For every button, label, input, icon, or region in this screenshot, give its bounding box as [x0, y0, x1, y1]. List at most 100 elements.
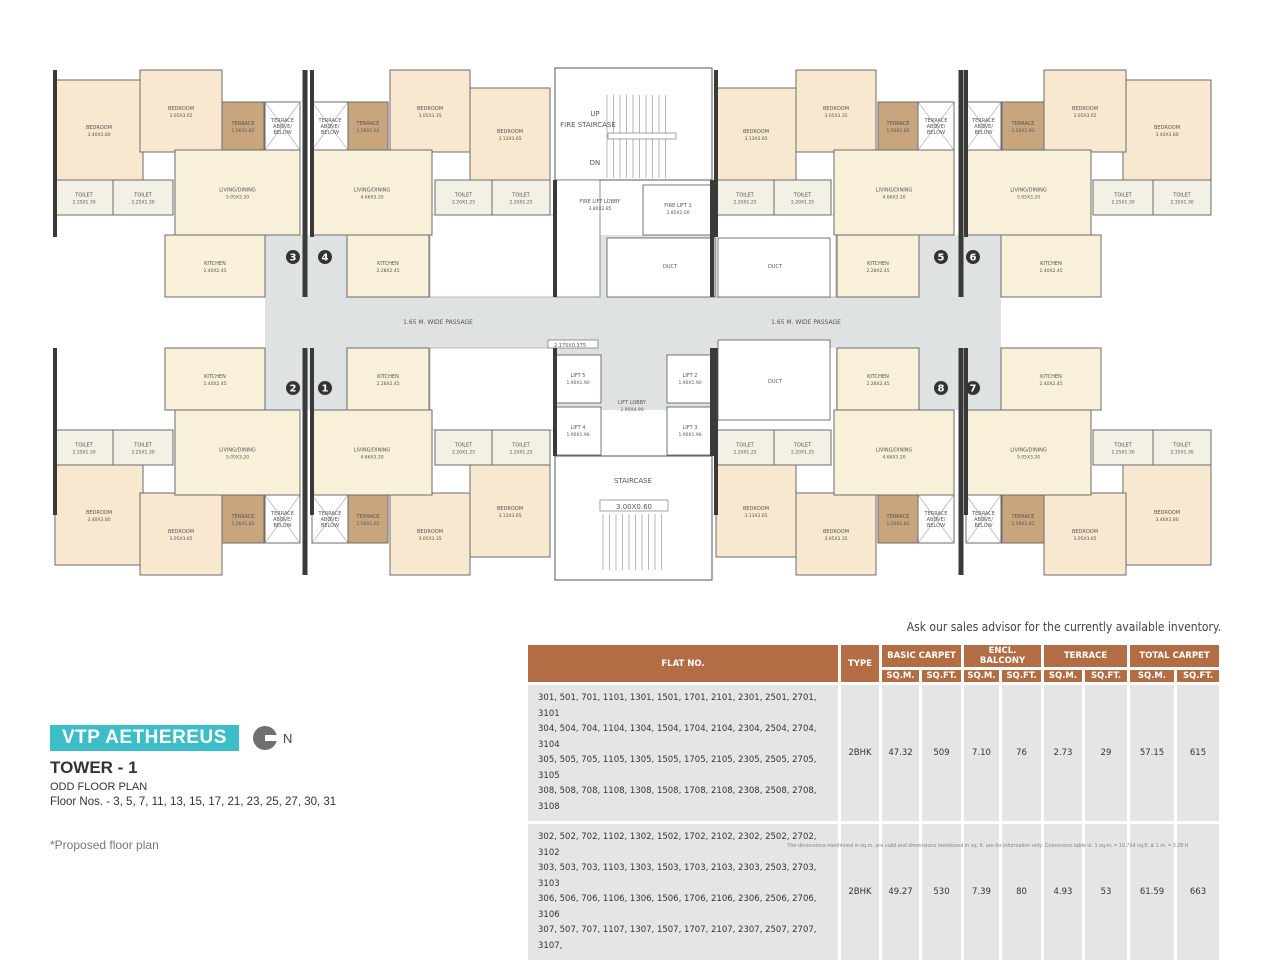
lift-dim: 1.90X1.90 [566, 432, 589, 438]
room-dimension: 1.56X1.82 [1011, 128, 1034, 134]
room-label: KITCHEN [867, 261, 889, 267]
room-label: BEDROOM [1154, 125, 1180, 131]
cell-balcony-sqft: 76 [1002, 685, 1041, 821]
room-label: LIVING/DINING [876, 188, 913, 194]
room-dimension: 3.05X3.65 [169, 536, 192, 542]
room-label: BELOW [321, 523, 339, 529]
room-outline [347, 101, 389, 151]
room-label: TOILET [74, 193, 93, 199]
room-dimension: 3.13X3.65 [744, 136, 767, 142]
room-label: LIVING/DINING [354, 188, 391, 194]
room-dimension: 2.28X2.45 [376, 268, 399, 274]
room-label: BEDROOM [168, 106, 194, 112]
room-outline [112, 179, 174, 216]
flat-4: TERRACEABOVE/BELOWTERRACE1.56X1.82BEDROO… [310, 69, 551, 298]
room-dimension: 2.20X1.25 [733, 200, 756, 206]
room-dimension: 4.66X3.20 [882, 455, 905, 461]
room-dimension: 3.40X3.80 [1155, 517, 1178, 523]
flat-number-badge [286, 250, 300, 264]
duct-label: DUCT [663, 264, 678, 270]
room-label: KITCHEN [1040, 261, 1062, 267]
flat-number-badge [318, 381, 332, 395]
staircase [554, 455, 713, 581]
fire-lift-lobby-label: FIRE LIFT LOBBY [580, 199, 621, 205]
room-label: ABOVE/ [974, 517, 993, 523]
fire-staircase-label: FIRE STAIRCASE [560, 121, 616, 129]
room-label: BELOW [974, 523, 992, 529]
cross-mark [917, 101, 955, 151]
room-outline [346, 347, 430, 411]
room-label: BEDROOM [823, 106, 849, 112]
room-dimension: 2.28X2.45 [866, 381, 889, 387]
fire-staircase-up: UP [590, 110, 599, 118]
room-outline [469, 87, 551, 181]
cell-type: 2BHK [841, 685, 879, 821]
shaft [554, 179, 601, 298]
lift-lobby-label: LIFT LOBBY [618, 400, 647, 406]
cell-basic-sqm: 47.32 [882, 685, 919, 821]
duct-label: DUCT [768, 264, 783, 270]
room-outline [221, 101, 265, 151]
room-label: TERRACE [1011, 121, 1035, 127]
flat-number: 5 [938, 253, 945, 264]
room-dimension: 5.05X3.20 [1017, 455, 1040, 461]
room-label: TERRACE [971, 511, 995, 517]
room-label: TOILET [133, 193, 152, 199]
flat-number-badge [934, 250, 948, 264]
room-label: KITCHEN [204, 261, 226, 267]
flat-number: 1 [322, 384, 329, 395]
cell-total-sqft: 615 [1177, 685, 1219, 821]
room-dimension: 1.56X1.82 [356, 128, 379, 134]
stair-landing [599, 499, 669, 512]
room-outline [164, 234, 266, 298]
cell-total-sqm: 57.15 [1130, 685, 1174, 821]
lift-dim: 1.90X1.90 [566, 380, 589, 386]
room-label: LIVING/DINING [219, 188, 256, 194]
room-label: KITCHEN [1040, 374, 1062, 380]
cell-terrace-sqm: 2.73 [1044, 685, 1082, 821]
duct [606, 237, 716, 298]
north-arrow-icon [253, 726, 277, 750]
plan-type: ODD FLOOR PLAN [50, 781, 148, 793]
room-label: TERRACE [318, 118, 342, 124]
room-outline [1092, 429, 1154, 466]
room-label: TOILET [1172, 443, 1191, 449]
room-outline [1152, 429, 1212, 466]
room-dimension: 5.05X3.20 [226, 455, 249, 461]
room-outline [773, 429, 832, 466]
room-dimension: 4.66X3.20 [882, 195, 905, 201]
cross-mark [311, 101, 349, 151]
room-dimension: 2.20X1.25 [791, 450, 814, 456]
open-void [429, 347, 556, 431]
flat-numbers-line: 303, 503, 703, 1103, 1303, 1503, 1703, 2… [538, 863, 817, 889]
room-label: BELOW [321, 130, 339, 136]
room-outline [174, 409, 301, 496]
room-label: BELOW [927, 523, 945, 529]
room-dimension: 3.13X3.65 [744, 513, 767, 519]
flat-numbers-line: 305, 505, 705, 1105, 1305, 1505, 1705, 2… [538, 755, 817, 781]
room-outline [491, 179, 551, 216]
room-dimension: 3.05X3.65 [1073, 113, 1096, 119]
header-sqm: SQ.M. [964, 670, 999, 682]
flat-number: 2 [290, 384, 297, 395]
cross-mark [264, 494, 301, 544]
room-label: KITCHEN [867, 374, 889, 380]
lift [666, 354, 714, 404]
flat-numbers-line: 307, 507, 707, 1107, 1307, 1507, 1707, 2… [538, 925, 817, 951]
room-outline [965, 149, 1092, 236]
room-dimension: 1.56X1.82 [886, 521, 909, 527]
room-outline [491, 429, 551, 466]
room-label: KITCHEN [204, 374, 226, 380]
